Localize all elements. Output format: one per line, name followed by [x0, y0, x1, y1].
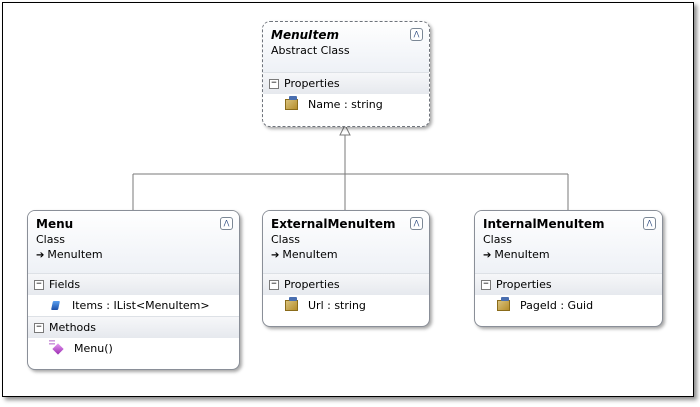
member-row[interactable]: PageId : Guid [475, 295, 662, 316]
member-row[interactable]: Menu() [28, 338, 239, 359]
class-menuitem[interactable]: MenuItem Abstract Class ⋀ − Properties N… [262, 21, 430, 127]
field-icon [51, 301, 60, 310]
section-properties[interactable]: − Properties [263, 72, 429, 94]
section-fields[interactable]: − Fields [28, 273, 239, 295]
base-arrow-icon: ➔ [483, 250, 492, 261]
section-toggle-icon[interactable]: − [269, 279, 279, 290]
base-arrow-icon: ➔ [36, 250, 45, 261]
member-text: Name : string [308, 98, 383, 111]
section-title: Properties [284, 278, 340, 291]
base-class-name: MenuItem [47, 248, 103, 261]
member-text: Menu() [74, 342, 113, 355]
class-header: Menu Class ➔MenuItem ⋀ [28, 211, 239, 273]
class-kind: Class [271, 233, 300, 246]
member-text: PageId : Guid [520, 299, 594, 312]
member-row[interactable]: Name : string [263, 94, 429, 115]
base-class-name: MenuItem [494, 248, 550, 261]
collapse-icon[interactable]: ⋀ [643, 217, 656, 230]
section-title: Methods [49, 321, 96, 334]
section-properties[interactable]: − Properties [263, 273, 429, 295]
class-name: ExternalMenuItem [271, 217, 396, 231]
base-class: ➔MenuItem [271, 247, 421, 264]
section-title: Properties [496, 278, 552, 291]
class-name: Menu [36, 217, 74, 231]
section-title: Fields [49, 278, 81, 291]
method-icon [52, 342, 64, 355]
class-externalmenuitem[interactable]: ExternalMenuItem Class ➔MenuItem ⋀ − Pro… [262, 210, 430, 327]
class-header: ExternalMenuItem Class ➔MenuItem ⋀ [263, 211, 429, 273]
class-name: InternalMenuItem [483, 217, 605, 231]
property-icon [497, 297, 510, 311]
section-toggle-icon[interactable]: − [269, 78, 279, 89]
class-kind: Abstract Class [271, 44, 350, 57]
property-icon [285, 96, 298, 110]
base-arrow-icon: ➔ [271, 250, 280, 261]
class-kind: Class [483, 233, 512, 246]
base-class-name: MenuItem [282, 248, 338, 261]
base-class: ➔MenuItem [483, 247, 654, 264]
member-row[interactable]: Items : IList<MenuItem> [28, 295, 239, 316]
section-title: Properties [284, 77, 340, 90]
member-text: Items : IList<MenuItem> [72, 299, 210, 312]
section-methods[interactable]: − Methods [28, 316, 239, 338]
class-name: MenuItem [271, 28, 340, 42]
inheritance-lines [132, 135, 569, 210]
section-toggle-icon[interactable]: − [34, 279, 44, 290]
class-header: InternalMenuItem Class ➔MenuItem ⋀ [475, 211, 662, 273]
base-class: ➔MenuItem [36, 247, 231, 264]
property-icon [285, 297, 298, 311]
member-text: Url : string [308, 299, 366, 312]
member-row[interactable]: Url : string [263, 295, 429, 316]
class-kind: Class [36, 233, 65, 246]
section-properties[interactable]: − Properties [475, 273, 662, 295]
class-menu[interactable]: Menu Class ➔MenuItem ⋀ − Fields Items : … [27, 210, 240, 370]
class-header: MenuItem Abstract Class ⋀ [263, 22, 429, 72]
section-toggle-icon[interactable]: − [34, 322, 44, 333]
collapse-icon[interactable]: ⋀ [410, 217, 423, 230]
collapse-icon[interactable]: ⋀ [220, 217, 233, 230]
collapse-icon[interactable]: ⋀ [410, 28, 423, 41]
section-toggle-icon[interactable]: − [481, 279, 491, 290]
class-internalmenuitem[interactable]: InternalMenuItem Class ➔MenuItem ⋀ − Pro… [474, 210, 663, 327]
inheritance-arrowhead [339, 123, 351, 136]
